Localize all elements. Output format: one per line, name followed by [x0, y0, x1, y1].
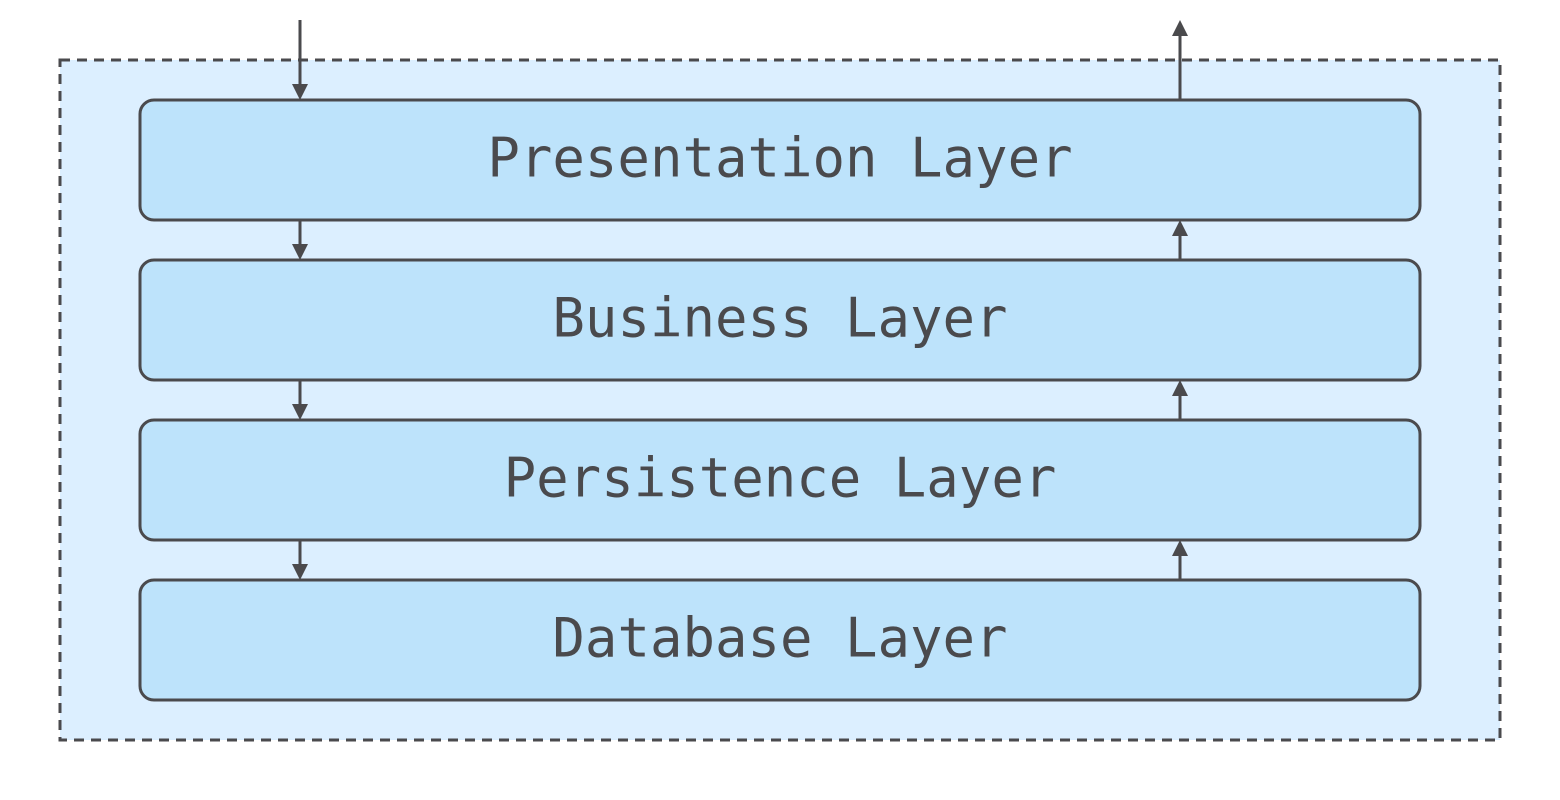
layer-persistence: Persistence Layer — [138, 418, 1422, 542]
arrow-down-icon — [292, 20, 308, 100]
arrow-down-icon — [292, 220, 308, 260]
layer-label: Business Layer — [552, 287, 1007, 350]
arrow-down-icon — [292, 540, 308, 580]
arrow-up-icon — [1172, 540, 1188, 580]
layer-label: Presentation Layer — [487, 127, 1072, 190]
layer-box — [138, 98, 1422, 222]
layer-label: Database Layer — [552, 607, 1007, 670]
response-flow-arrows — [1172, 20, 1188, 580]
arrow-down-icon — [292, 380, 308, 420]
arrow-up-icon — [1172, 380, 1188, 420]
layer-database: Database Layer — [138, 578, 1422, 702]
layer-box — [138, 578, 1422, 702]
layer-presentation: Presentation Layer — [138, 98, 1422, 222]
arrow-up-icon — [1172, 20, 1188, 100]
layer-label: Persistence Layer — [504, 447, 1057, 510]
layer-box — [138, 418, 1422, 542]
arrow-up-icon — [1172, 220, 1188, 260]
layer-box — [138, 258, 1422, 382]
layer-business: Business Layer — [138, 258, 1422, 382]
request-flow-arrows — [292, 20, 308, 580]
